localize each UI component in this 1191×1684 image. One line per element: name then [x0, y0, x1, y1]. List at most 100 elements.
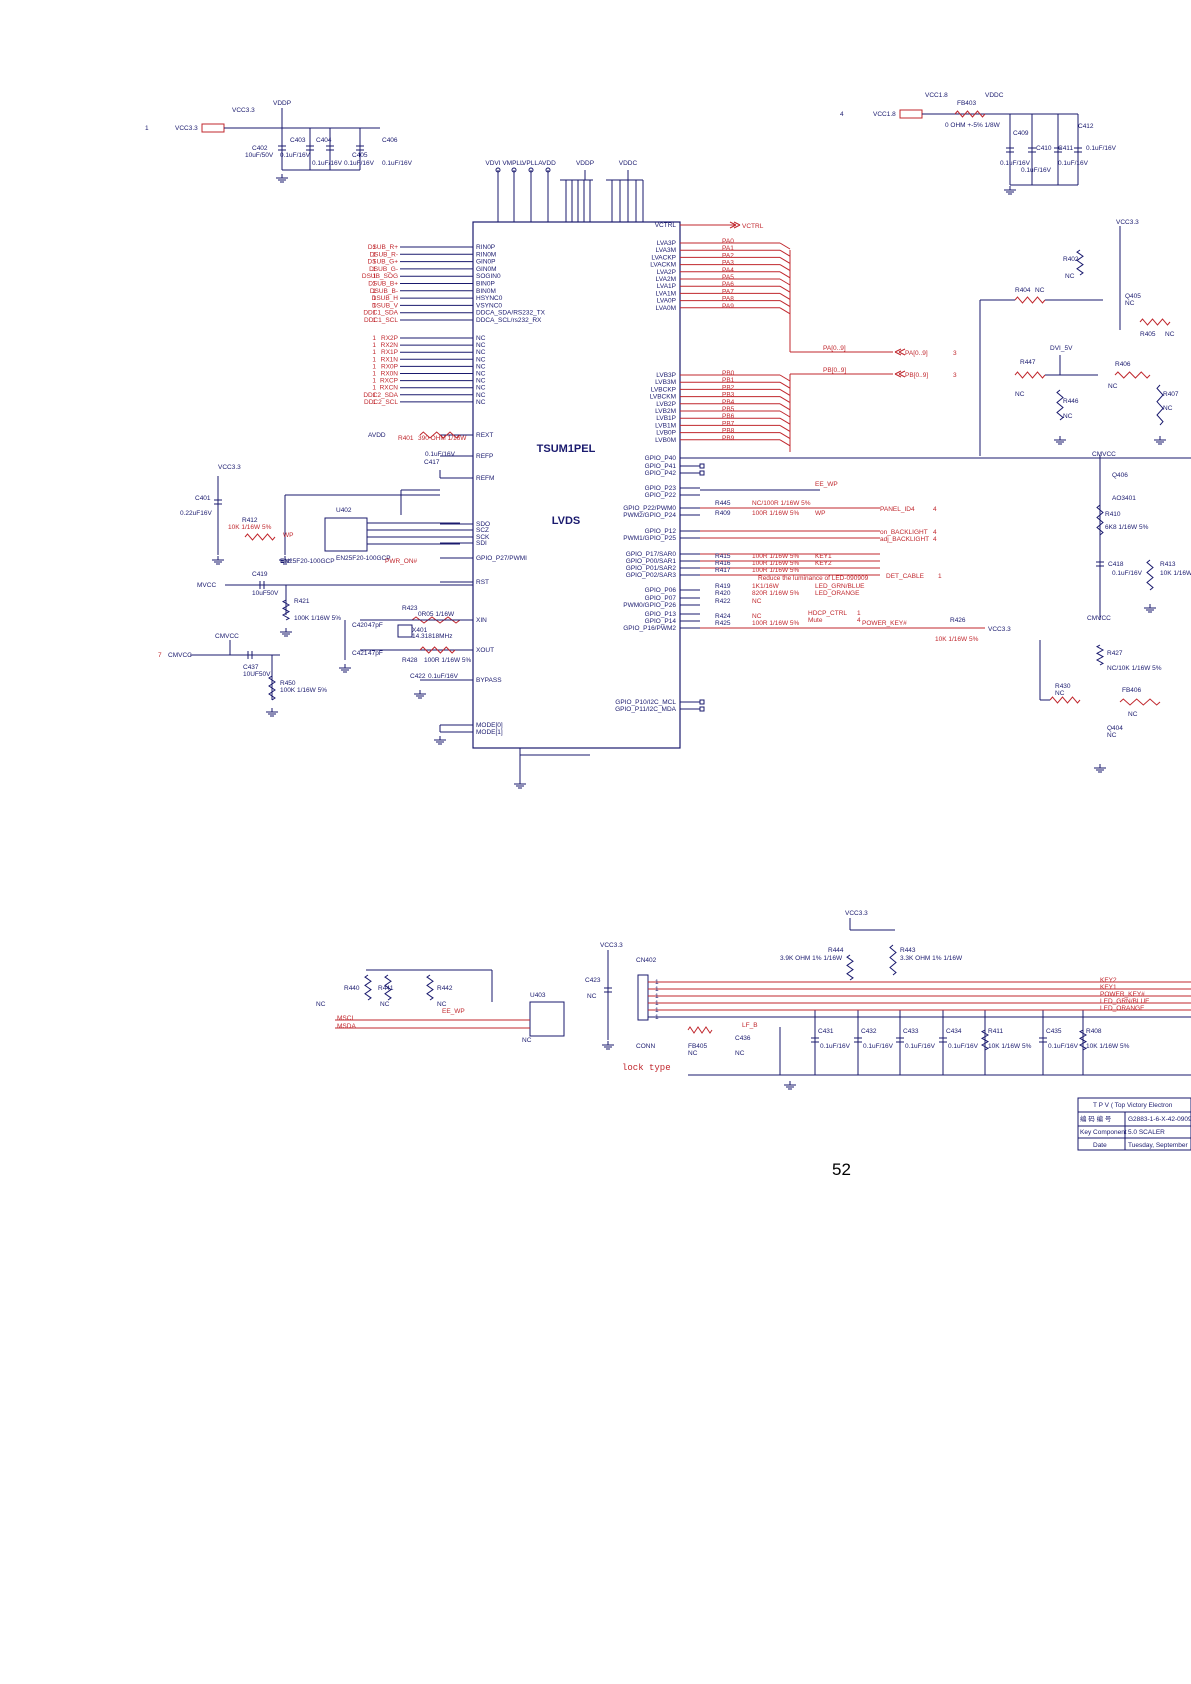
ground-icon [1054, 436, 1066, 445]
r424: R424 [715, 613, 731, 620]
gpio-9: GPIO_P17/SAR0 [626, 551, 677, 558]
lvds-a-pin-4: LVA2P [657, 269, 676, 276]
marker: 1 [372, 295, 376, 302]
fb405-nc: NC [688, 1050, 698, 1057]
power-key-bottom: POWER_KEY# [1100, 991, 1145, 998]
misc-pin-5: SCK [476, 534, 490, 541]
misc-pin-1: REFP [476, 453, 493, 460]
c419: C419 [252, 571, 268, 578]
cap-r-1 [1028, 147, 1036, 153]
marker: 4 [933, 529, 937, 536]
cap-r-3 [1074, 147, 1082, 153]
marker: 1 [372, 288, 376, 295]
misc-pin-6: SDI [476, 540, 487, 547]
r402-nc: NC [1065, 273, 1075, 280]
q405: Q405 [1125, 293, 1141, 300]
wire [779, 242, 791, 250]
r450v: 100K 1/16W 5% [280, 687, 327, 694]
misc-pin-13: MODE[1] [476, 729, 503, 736]
r413v: 10K 1/16W [1160, 570, 1191, 577]
u402-flash [324, 517, 368, 552]
marker: 1 [372, 266, 376, 273]
net-10: DDC1_SCL [364, 317, 398, 324]
marker: 1 [857, 610, 861, 617]
r440-nc: NC [316, 1001, 326, 1008]
c431-label: C431 [818, 1028, 834, 1035]
lvds-b-pin-0: LVB3P [656, 372, 676, 379]
r412: R412 [242, 517, 258, 524]
nc-net-3: RX1N [381, 356, 399, 363]
gpio-17: GPIO_P14 [645, 618, 677, 625]
wire [779, 388, 791, 396]
q404-nc: NC [1107, 732, 1117, 739]
c406: C406 [382, 137, 398, 144]
c402v: 10uF/50V [245, 152, 274, 159]
r-vcc18-resistor [899, 109, 923, 119]
key2-net: KEY2 [815, 560, 832, 567]
pin-8: VSYNC0 [476, 302, 502, 309]
pin-5: BIN0P [476, 281, 495, 288]
c432-label: C432 [861, 1028, 877, 1035]
r444-resistor [846, 954, 854, 981]
c423: C423 [585, 977, 601, 984]
wire [779, 300, 791, 308]
r412-resistor [244, 533, 276, 541]
r405-nc: NC [1165, 331, 1175, 338]
c405: C405 [352, 152, 368, 159]
c417: C417 [424, 459, 440, 466]
q406-part: AO3401 [1112, 495, 1136, 502]
tb-key-label: Key Component [1080, 1129, 1127, 1136]
q405-nc: NC [1125, 300, 1135, 307]
marker: 3 [953, 372, 957, 379]
misc-pin-2: REFM [476, 475, 494, 482]
r421-resistor [281, 599, 291, 621]
misc-pin-9: XIN [476, 617, 487, 624]
nc-net-9: DDC2_SCL [364, 399, 398, 406]
marker: 1 [372, 378, 376, 385]
c418-capacitor [1096, 561, 1104, 567]
marker: 1 [372, 392, 376, 399]
wire [779, 278, 791, 286]
lvds-b-pin-1: LVB3M [655, 379, 676, 386]
page-number: 52 [832, 1160, 851, 1179]
r411: R411 [988, 1028, 1003, 1035]
lvds-b-pin-9: LVB0M [655, 437, 676, 444]
r443-resistor [889, 944, 897, 976]
vcc33-bottom: VCC3.3 [845, 910, 868, 917]
power-label-avdd: AVDD [538, 160, 556, 167]
net-9: DDC1_SDA [363, 310, 398, 317]
r406-resistor [1114, 371, 1151, 379]
led-grn-net: LED_GRN/BLUE [815, 583, 865, 590]
r408: R408 [1086, 1028, 1102, 1035]
lvds-b-pin-7: LVB1M [655, 422, 676, 429]
lvds-a-net-6: PA6 [722, 281, 734, 288]
r446-resistor [1056, 389, 1064, 421]
key2-bottom: KEY2 [1100, 977, 1117, 984]
wire [779, 410, 791, 418]
marker: 1 [372, 244, 376, 251]
c432-value: 0.1uF/16V [863, 1043, 894, 1050]
u402-part: EN25F20-100GCP [336, 555, 391, 562]
misc-pin-4: SCZ [476, 527, 489, 534]
gpio-20: GPIO_P11/I2C_MDA [615, 706, 677, 713]
r416v: 100R 1/16W 5% [752, 560, 800, 567]
power-label-vddp: VDDP [576, 160, 594, 167]
r441: R441 [378, 985, 394, 992]
pin-9: DDCA_SDA/RS232_TX [476, 310, 546, 317]
lvds-a-pin-5: LVA2M [656, 276, 676, 283]
c419-capacitor [259, 581, 265, 589]
fb406-bead [1119, 698, 1161, 706]
gpio-4: GPIO_P22 [645, 492, 677, 499]
r443: R443 [900, 947, 916, 954]
c411: C411 [1058, 145, 1073, 152]
r405: R405 [1140, 331, 1156, 338]
lvds-a-pin-1: LVA3M [656, 247, 676, 254]
tb-company: T P V ( Top Victory Electron [1093, 1102, 1173, 1109]
led-grn-bottom: LED_GRN/BLUE [1100, 998, 1150, 1005]
wire [779, 396, 791, 404]
c401: C401 [195, 495, 211, 502]
c406v: 0.1uF/16V [382, 160, 413, 167]
cmvcc-port: CMVCC [168, 652, 192, 659]
marker: 1 [372, 251, 376, 258]
avdd-label: AVDD [368, 432, 386, 439]
